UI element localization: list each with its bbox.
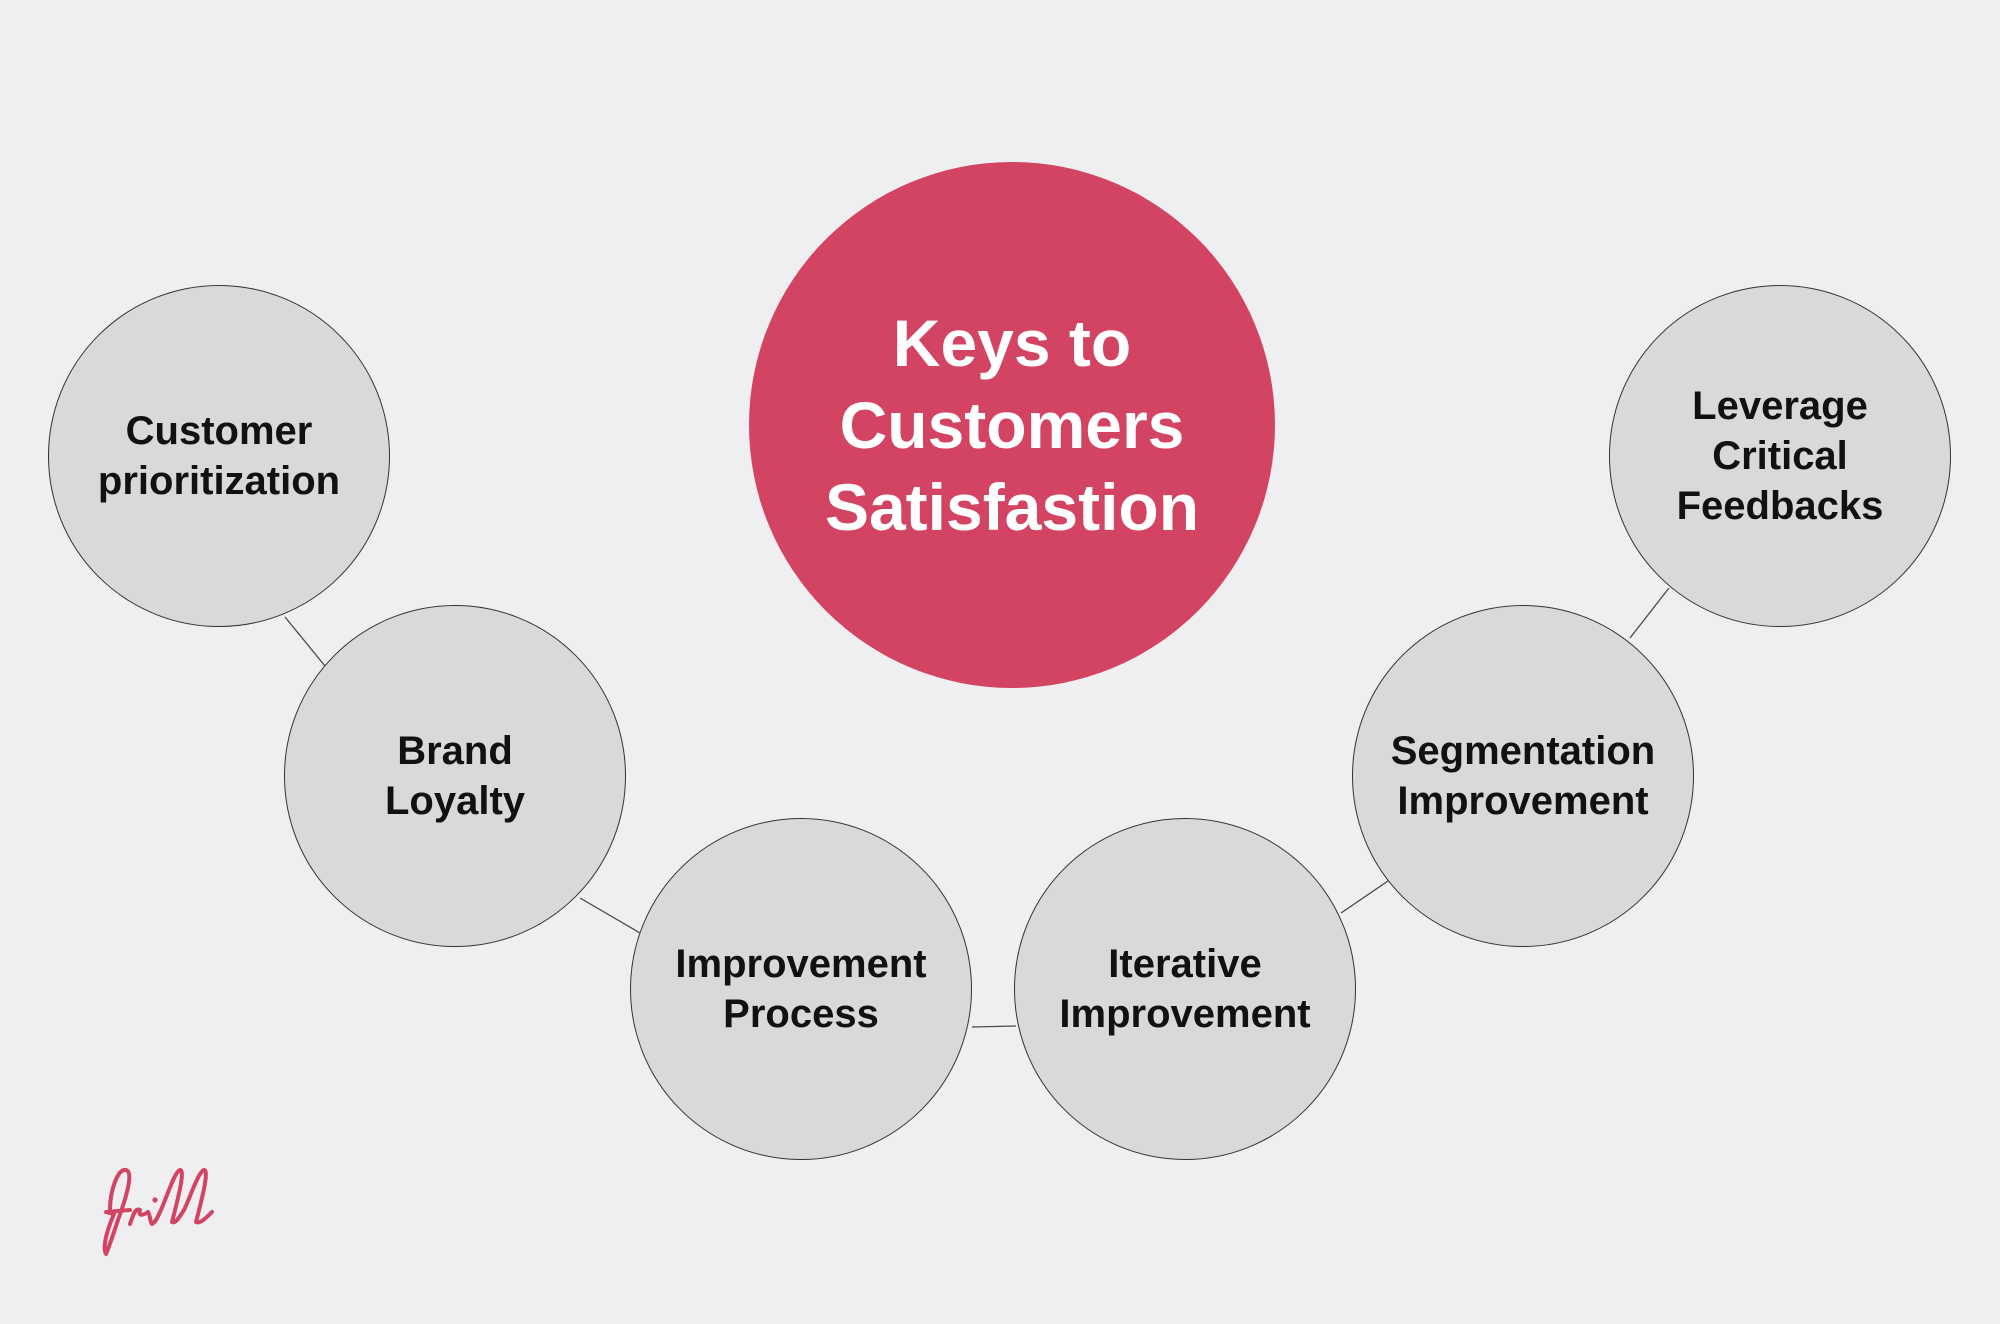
node-label: Customer prioritization [97,409,341,503]
central-topic-title: Keys to Customers Satisfastion [824,306,1200,544]
node-label: Segmentation Improvement [1390,729,1656,823]
connector-1-2 [284,616,326,667]
connector-5-6 [1629,587,1670,639]
connector-4-5 [1340,880,1389,914]
node-customer-prioritization: Customer prioritization [48,285,390,627]
node-leverage-critical-feedbacks: Leverage Critical Feedbacks [1609,285,1951,627]
node-label: Iterative Improvement [1059,942,1311,1036]
node-label: Brand Loyalty [384,729,526,823]
frill-logo [102,1168,214,1256]
node-brand-loyalty: Brand Loyalty [284,605,626,947]
node-segmentation-improvement: Segmentation Improvement [1352,605,1694,947]
node-improvement-process: Improvement Process [630,818,972,1160]
connector-3-4 [971,1025,1017,1028]
connector-2-3 [579,897,641,934]
node-iterative-improvement: Iterative Improvement [1014,818,1356,1160]
node-label: Leverage Critical Feedbacks [1676,384,1884,528]
central-topic-circle: Keys to Customers Satisfastion [749,162,1275,688]
node-label: Improvement Process [675,942,927,1036]
